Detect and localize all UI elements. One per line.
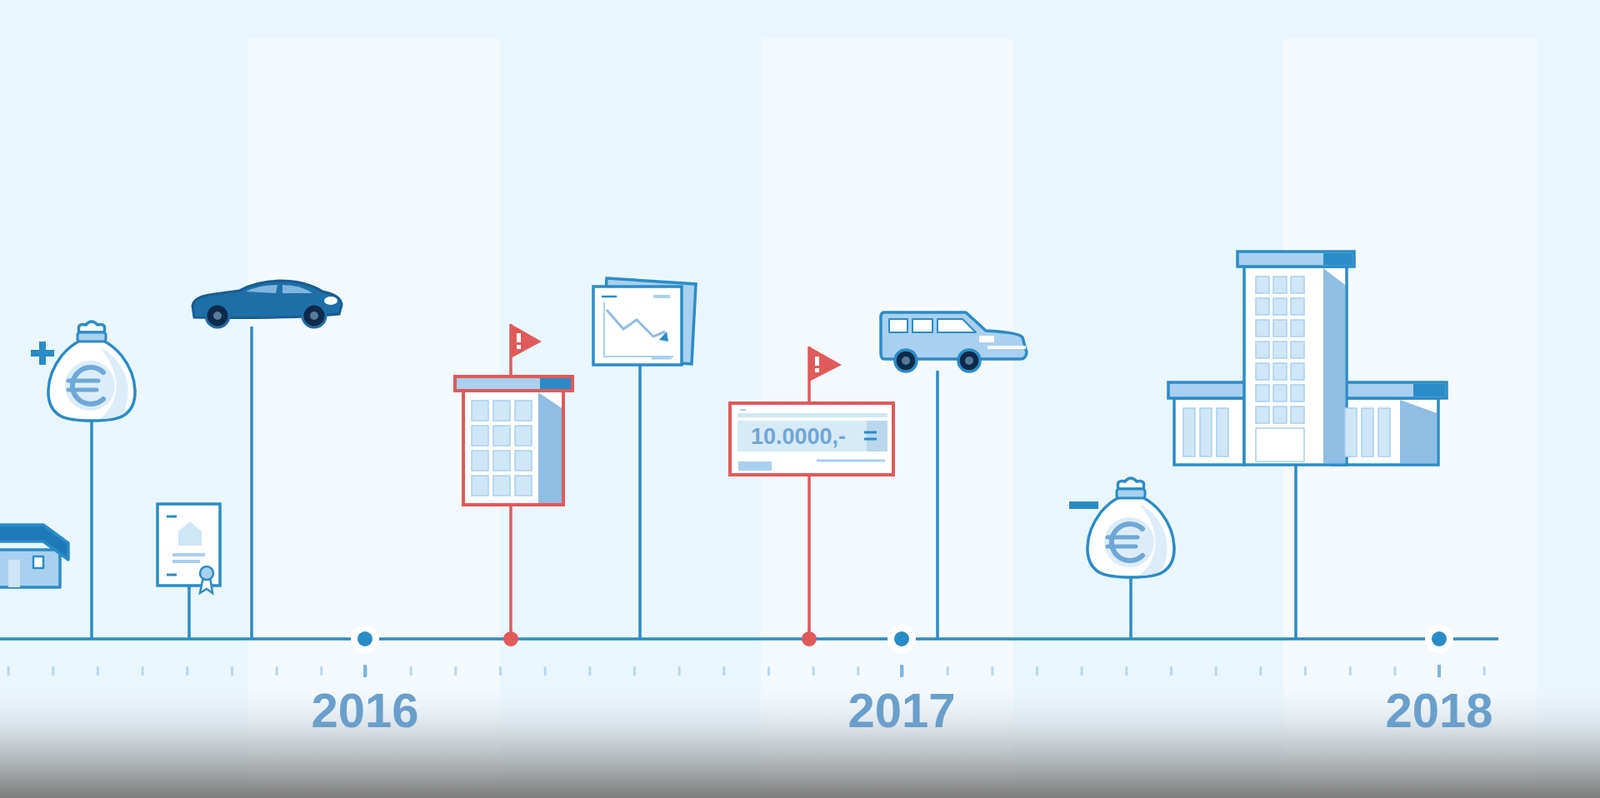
cheque-amount: 10.0000,- (750, 425, 846, 449)
year-label: 2018 (1385, 686, 1493, 735)
year-label: 2016 (310, 686, 419, 735)
year-label: 2017 (847, 686, 955, 735)
